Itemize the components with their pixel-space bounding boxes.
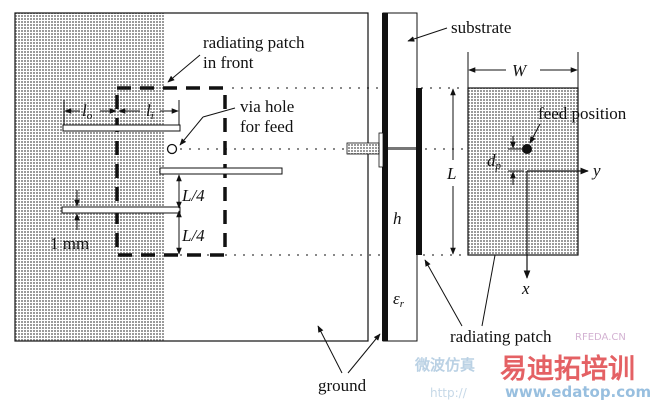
- inner-stub: [61, 206, 181, 214]
- svg-text:www.edatop.com: www.edatop.com: [505, 383, 651, 401]
- ground-label: ground: [318, 376, 367, 395]
- quarter-L-label-2: L/4: [181, 226, 205, 245]
- svg-text:RFEDA.CN: RFEDA.CN: [575, 332, 626, 343]
- substrate: [382, 12, 418, 342]
- ground-strip: [382, 13, 388, 341]
- eps-label: εr: [393, 289, 405, 310]
- substrate-label: substrate: [451, 18, 511, 37]
- patch-front-arrow: [167, 54, 201, 83]
- li-label: li: [146, 101, 154, 122]
- middle-stub: [159, 167, 283, 175]
- substrate-arrow: [407, 27, 448, 42]
- y-axis-label: y: [591, 161, 601, 180]
- dp-label: dp: [487, 151, 502, 172]
- dp-dimension: [508, 136, 524, 185]
- via-hole: [166, 143, 178, 155]
- via-hole-label-1: via hole: [240, 97, 294, 116]
- connector-thread: [346, 142, 380, 155]
- via-hole-label-2: for feed: [240, 117, 294, 136]
- ground-arrow-1: [317, 325, 343, 374]
- one-mm-label: 1 mm: [50, 234, 89, 253]
- svg-text:易迪拓培训: 易迪拓培训: [500, 354, 635, 385]
- patch-arrow-1: [424, 259, 463, 327]
- patch-strip: [416, 88, 422, 255]
- x-axis-label: x: [521, 279, 530, 298]
- feed-position-label: feed position: [538, 104, 627, 123]
- L-label: L: [446, 164, 456, 183]
- patch-front-label-2: in front: [203, 53, 254, 72]
- via-hole-leader: [202, 107, 236, 118]
- ground-plane-back-view: [14, 12, 369, 342]
- connector-flange: [378, 132, 384, 168]
- outer-stub: [62, 124, 181, 132]
- via-hole-arrow: [179, 116, 204, 146]
- lo-li-dimension: [63, 100, 180, 125]
- svg-text:http://: http://: [430, 386, 468, 400]
- feed-arrow: [529, 123, 541, 144]
- svg-text:微波仿真: 微波仿真: [414, 356, 475, 374]
- W-label: W: [512, 61, 528, 80]
- guide-lines: [180, 87, 525, 256]
- feed-point: [522, 144, 532, 154]
- W-dimension: [467, 52, 579, 88]
- radiating-patch-label: radiating patch: [450, 327, 552, 346]
- quarter-L-label-1: L/4: [181, 186, 205, 205]
- coordinate-axes: [523, 167, 589, 279]
- watermark: RFEDA.CN 微波仿真 易迪拓培训 http:// www.edatop.c…: [414, 332, 651, 401]
- probe-pin: [388, 147, 416, 150]
- lo-label: lo: [82, 101, 93, 122]
- patch-front-label-1: radiating patch: [203, 33, 305, 52]
- h-label: h: [393, 209, 402, 228]
- ground-arrow-2: [347, 333, 381, 374]
- side-view: [346, 12, 422, 342]
